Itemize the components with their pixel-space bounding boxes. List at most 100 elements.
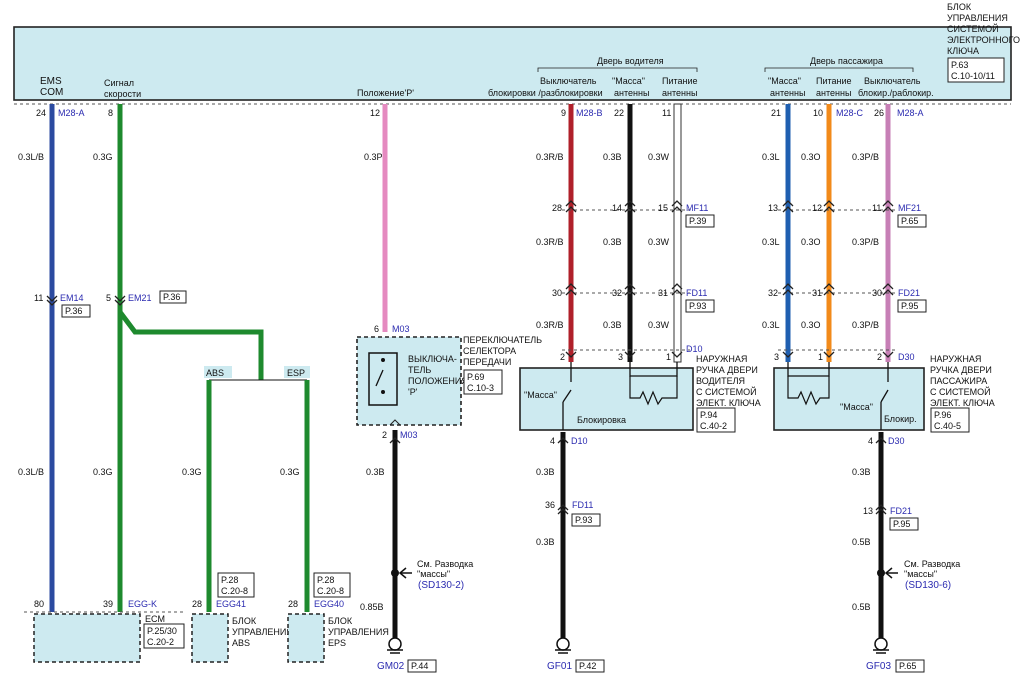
- ground-note: "массы": [904, 569, 937, 579]
- speed-label-2: скорости: [104, 89, 141, 99]
- passenger-handle-name: ПАССАЖИРА: [930, 376, 987, 386]
- esp-ref: C.20-8: [317, 586, 344, 596]
- driver-lock-label: Блокировка: [577, 415, 626, 425]
- antenna-ground-label: "Масса": [612, 76, 645, 86]
- wire-size: 0.3R/B: [536, 320, 564, 330]
- lock-switch-label: Выключатель: [540, 76, 597, 86]
- pin-ecm: 39: [103, 599, 113, 609]
- pin-fd11b: 36: [545, 500, 555, 510]
- pin-d30: 1: [818, 352, 823, 362]
- wire-size: 0.3L/B: [18, 467, 44, 477]
- connector-fd21: FD21: [898, 288, 920, 298]
- passenger-ground-label: "Масса": [840, 402, 873, 412]
- wire-size: 0.3W: [648, 237, 670, 247]
- wire-size: 0.3B: [536, 467, 555, 477]
- wire-antenna-power-driver: [673, 103, 682, 363]
- selector-inner-label: 'P': [408, 387, 418, 397]
- wire-size: 0.3P/B: [852, 152, 879, 162]
- driver-handle-name: ЭЛЕКТ. КЛЮЧА: [696, 398, 761, 408]
- pin-d10: 3: [618, 352, 623, 362]
- ground-gf03-ref: P.65: [899, 661, 916, 671]
- module-ref-page: P.63: [951, 60, 968, 70]
- wire-size: 0.3B: [603, 152, 622, 162]
- pin-antenna-power: 11: [662, 108, 671, 118]
- pin-mf11: 15: [658, 203, 668, 213]
- abs-name: УПРАВЛЕНИЯ: [232, 627, 293, 637]
- ecm-module: [33, 613, 141, 663]
- gear-selector-switch: [356, 336, 462, 426]
- pin-mf21: 13: [768, 203, 778, 213]
- pin-d30-bottom: 4: [868, 436, 873, 446]
- selector-name: ПЕРЕДАЧИ: [463, 357, 511, 367]
- pin-antenna-ground: 22: [614, 108, 624, 118]
- connector-m03-top: M03: [392, 324, 410, 334]
- wire-size: 0.85B: [360, 602, 384, 612]
- antenna-ground-label-2: антенны: [614, 88, 649, 98]
- ecm-name: ECM: [145, 614, 165, 624]
- passenger-lock-label: Блокир.: [884, 414, 917, 424]
- connector-d30: D30: [898, 352, 915, 362]
- driver-ground-label: "Масса": [524, 390, 557, 400]
- connector-egg41: EGG41: [216, 599, 246, 609]
- svg-text:ЭЛЕКТРОННОГО: ЭЛЕКТРОННОГО: [947, 35, 1020, 45]
- pin-ems: 24: [36, 108, 46, 118]
- ground-icon: [387, 637, 403, 654]
- connector-fd11: FD11: [686, 288, 707, 298]
- pin-position: 12: [370, 108, 380, 118]
- ground-reference[interactable]: (SD130-6): [905, 580, 951, 591]
- driver-handle-ref: P.94: [700, 410, 717, 420]
- abs-module: [191, 613, 229, 663]
- pin-fd11: 30: [552, 288, 562, 298]
- ems-label: EMS: [40, 76, 62, 87]
- ground-reference[interactable]: (SD130-2): [418, 580, 464, 591]
- em21-ref: P.36: [163, 292, 180, 302]
- ground-gm02-ref: P.44: [411, 661, 428, 671]
- wire-size: 0.3B: [852, 467, 871, 477]
- passenger-handle-name: С СИСТЕМОЙ: [930, 386, 991, 397]
- connector-m03-bottom: M03: [400, 430, 418, 440]
- fd21-ref: P.95: [901, 301, 918, 311]
- pin-mf11: 14: [612, 203, 622, 213]
- p-antenna-power-label-2: антенны: [816, 88, 851, 98]
- connector-fd11b: FD11: [572, 500, 593, 510]
- ecm-ref: C.20-2: [147, 637, 174, 647]
- pin-em14: 11: [34, 293, 43, 303]
- wire-size: 0.3L: [762, 237, 780, 247]
- em14-ref: P.36: [65, 306, 82, 316]
- passenger-handle-name: ЭЛЕКТ. КЛЮЧА: [930, 398, 995, 408]
- driver-handle-name: ВОДИТЕЛЯ: [696, 376, 745, 386]
- wire-size: 0.3P: [364, 152, 383, 162]
- p-antenna-ground-label: "Масса": [768, 76, 801, 86]
- pin-mf21: 11: [872, 203, 881, 213]
- ground-gf01-ref: P.42: [579, 661, 596, 671]
- pin-mf21: 12: [812, 203, 822, 213]
- selector-name: СЕЛЕКТОРА: [463, 346, 516, 356]
- svg-text:КЛЮЧА: КЛЮЧА: [947, 46, 979, 56]
- driver-door-handle: [519, 367, 694, 431]
- ground-icon: [873, 637, 889, 654]
- ground-icon: [555, 637, 571, 654]
- passenger-handle-ref: P.96: [934, 410, 951, 420]
- mf11-ref: P.39: [689, 216, 706, 226]
- pin-d30: 2: [877, 352, 882, 362]
- esp-name: EPS: [328, 638, 346, 648]
- wire-size: 0.3G: [280, 467, 300, 477]
- connector-mf11: MF11: [686, 203, 708, 213]
- wire-size: 0.3W: [648, 320, 670, 330]
- wire-size: 0.3O: [801, 152, 821, 162]
- pin-abs: 28: [192, 599, 202, 609]
- wire-size: 0.3B: [603, 320, 622, 330]
- pin-lock: 9: [561, 108, 566, 118]
- driver-handle-ref: C.40-2: [700, 421, 727, 431]
- wire-size: 0.3B: [603, 237, 622, 247]
- esp-branch-label: ESP: [287, 368, 305, 378]
- connector-mf21: MF21: [898, 203, 921, 213]
- wire-size: 0.3L: [762, 152, 780, 162]
- position-p-label: Положение'P': [357, 88, 414, 98]
- pin-fd21: 31: [812, 288, 822, 298]
- connector-m28a-right: M28-A: [897, 108, 924, 118]
- pin-fd11: 31: [658, 288, 668, 298]
- smart-key-module: [13, 26, 1012, 101]
- wire-size: 0.3O: [801, 320, 821, 330]
- abs-ref: P.28: [221, 575, 238, 585]
